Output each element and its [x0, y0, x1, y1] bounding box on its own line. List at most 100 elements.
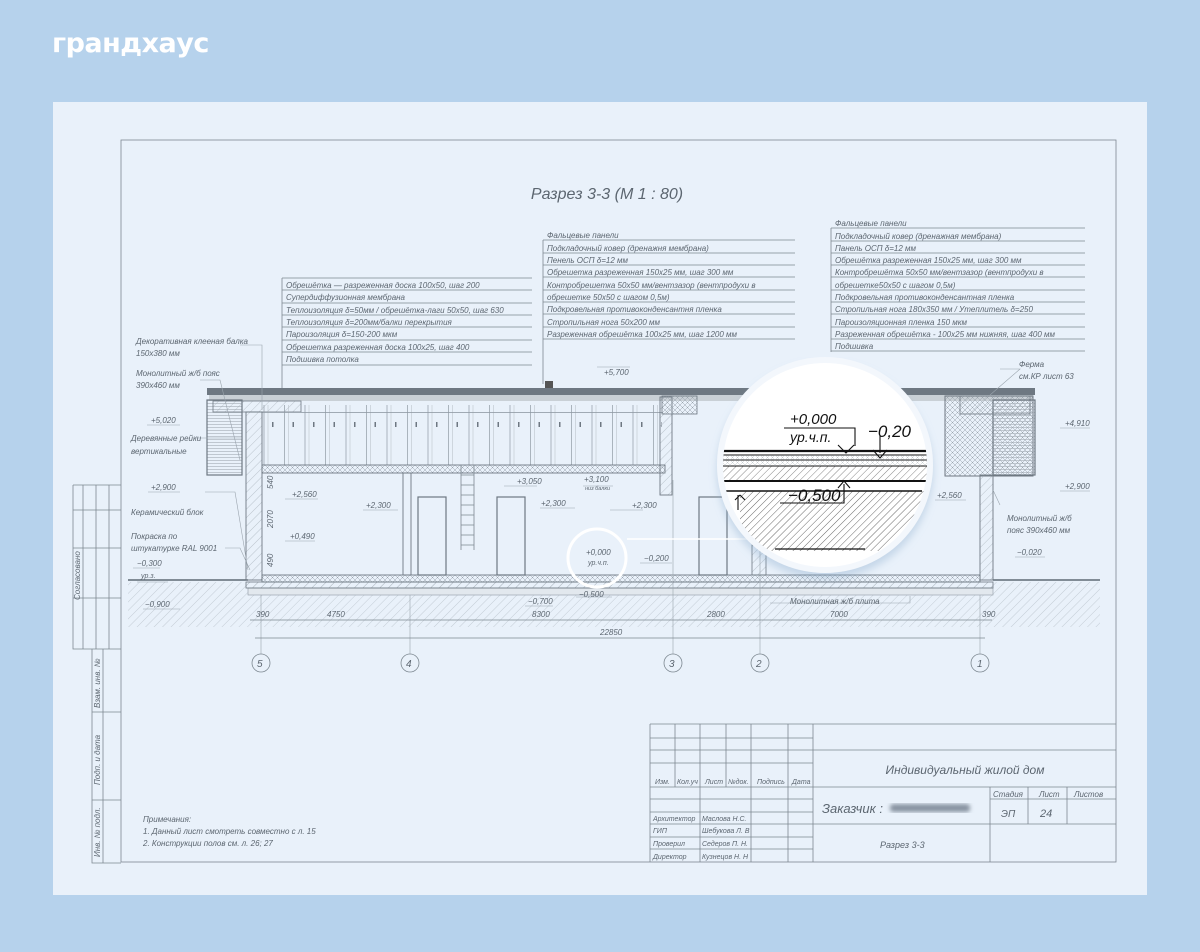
tb-person: Седеров П. Н.: [702, 840, 748, 848]
replace-inv-label: Взам. инв. №: [93, 658, 102, 708]
callout-text: см.КР лист 63: [1019, 372, 1074, 381]
layer-item: Теплоизоляция δ=50мм / обрешётка-лаги 50…: [286, 306, 504, 315]
axis-label: 2: [755, 659, 762, 670]
callout-text: 150х380 мм: [136, 349, 180, 358]
elevation-label: +2,900: [151, 483, 176, 492]
elevation-label: +2,300: [632, 501, 657, 510]
layer-item: обрешетке 50х50 с шагом 0,5м): [547, 293, 670, 302]
total-dim-label: 22850: [599, 628, 623, 637]
dim-label: 2800: [706, 610, 725, 619]
agreed-label: Согласовано: [73, 551, 82, 600]
layer-item: Подшивка: [835, 342, 874, 351]
callout-text: 390х460 мм: [136, 381, 180, 390]
axis-label: 1: [977, 659, 983, 670]
tb-role: ГИП: [653, 828, 668, 835]
layer-item: Контробрешётка 50х50 мм/вентзазор (вентп…: [835, 268, 1044, 277]
layer-item: Обрешетка разреженная доска 100х25, шаг …: [286, 343, 470, 352]
dim-label: 8300: [532, 610, 550, 619]
layer-item: Фальцевые панели: [547, 231, 619, 240]
layer-item: Фальцевые панели: [835, 219, 907, 228]
notes: Примечания: 1. Данный лист смотреть совм…: [142, 815, 316, 848]
sign-date-label: Подп. и дата: [93, 734, 102, 785]
layers-left-list: Обрешётка — разреженная доска 100х50, ша…: [281, 277, 532, 388]
layer-item: Пароизоляция δ=150-200 мкм: [286, 330, 398, 339]
note-item: 2. Конструкции полов см. л. 26; 27: [142, 839, 273, 848]
elevation-label: +3,050: [517, 477, 542, 486]
tb-person: Маслова Н.С.: [702, 816, 747, 823]
elevation-label: −0,200: [644, 554, 669, 563]
elevation-label: −0,500: [579, 590, 604, 599]
sheets-label: Листов: [1073, 790, 1103, 799]
layers-right-list: Фальцевые панели Подкладочный ковер (дре…: [830, 219, 1085, 352]
elevation-label: −0,700: [528, 597, 553, 606]
tb-header: Изм.: [655, 779, 670, 786]
tb-header: Дата: [791, 779, 811, 786]
door: [698, 496, 728, 576]
callout-text: штукатурке RAL 9001: [131, 544, 217, 553]
layer-item: Подкровельная противоконденсантная пленк…: [835, 293, 1015, 302]
notes-title: Примечания:: [143, 815, 191, 824]
elevation-marks: +5,020 +2,900 +2,560 +0,490 −0,300 ур.з.…: [133, 366, 1090, 610]
layer-item: Подкладочный ковер (дренажня мембрана): [547, 244, 709, 253]
elevation-label: +2,560: [937, 491, 962, 500]
elevation-label: +5,700: [604, 368, 629, 377]
stage-label: Стадия: [993, 790, 1024, 799]
title-block: Изм. Кол.уч Лист №док. Подпись Дата Архи…: [649, 723, 1116, 862]
axis-label: 4: [406, 659, 412, 670]
callout-text: Покраска по: [131, 532, 178, 541]
side-stamp: Согласовано Взам. инв. № Подп. и дата Ин…: [72, 484, 121, 864]
dim-label: 390: [256, 610, 270, 619]
layer-item: Стропильная нога 50х200 мм: [547, 318, 661, 327]
drawing-sheet: [53, 102, 1147, 895]
layer-item: обрешетке50х50 с шагом 0,5м): [835, 281, 956, 290]
magnifier-elevation-top: +0,000: [790, 411, 837, 428]
layer-item: Контробрешетка 50х50 мм/вентзазор (вентп…: [547, 281, 756, 290]
layer-item: Обрешётка — разреженная доска 100х50, ша…: [286, 281, 480, 290]
elevation-label: +2,560: [292, 490, 317, 499]
layer-item: Стропильная нога 180х350 мм / Утеплитель…: [835, 305, 1033, 314]
dim-label: 4750: [327, 610, 345, 619]
layer-item: Супердиффузионная мембрана: [286, 293, 406, 302]
callout-text: Ферма: [1019, 360, 1045, 369]
tb-header: Лист: [704, 779, 723, 786]
callout-text: Деревянные рейки: [130, 434, 202, 443]
magnifier-elevation-bottom: −0,500: [788, 486, 841, 505]
elevation-label: +2,300: [366, 501, 391, 510]
vdim-label: 540: [266, 475, 275, 489]
sheet-name: Разрез 3-3: [880, 840, 925, 850]
tb-header: №док.: [728, 778, 749, 786]
tb-person: Шебукова Л. В: [702, 827, 750, 835]
layer-item: Подшивка потолка: [286, 355, 359, 364]
magnifier: +0,000 ур.ч.п. −0,20 −0,500: [717, 357, 933, 573]
tb-header: Кол.уч: [677, 779, 698, 786]
elevation-label: +0,490: [290, 532, 315, 541]
tb-role: Директор: [652, 854, 687, 861]
ladder: [460, 465, 475, 550]
callout-text: Декоративная клееная балка: [135, 337, 249, 346]
layer-item: Обрешётка разреженная 150х25 мм, шаг 300…: [835, 256, 1022, 265]
layer-item: Разреженная обрешётка 100х25 мм, шаг 120…: [547, 330, 738, 339]
layer-item: Панель ОСП δ=12 мм: [835, 244, 917, 253]
vdim-label: 2070: [266, 510, 275, 529]
magnifier-level-label: ур.ч.п.: [789, 429, 831, 445]
dim-label: 390: [982, 610, 996, 619]
elevation-label: −0,300: [137, 559, 162, 568]
layer-item: Подкладочный ковер (дренажная мембрана): [835, 232, 1002, 241]
elevation-label: +3,100: [584, 475, 609, 484]
callout-text: Монолитный ж/б пояс: [136, 369, 220, 378]
highlight-ring: [566, 527, 628, 589]
elevation-label: низ балки: [585, 486, 610, 492]
project-name: Индивидуальный жилой дом: [886, 763, 1045, 777]
tb-role: Проверил: [653, 841, 685, 848]
customer-label: Заказчик :: [822, 801, 883, 816]
brand-logo: грандхаус: [52, 28, 209, 59]
elevation-label: +2,300: [541, 499, 566, 508]
axis-label: 3: [669, 659, 675, 670]
sheet-value: 24: [1039, 808, 1052, 820]
axis-markers: 5 4 3 2 1: [251, 653, 990, 673]
elevation-label: +2,900: [1065, 482, 1090, 491]
elevation-label: +4,910: [1065, 419, 1090, 428]
dim-label: 7000: [830, 610, 848, 619]
layer-item: Обрешетка разреженная 150х25 мм, шаг 300…: [547, 268, 734, 277]
